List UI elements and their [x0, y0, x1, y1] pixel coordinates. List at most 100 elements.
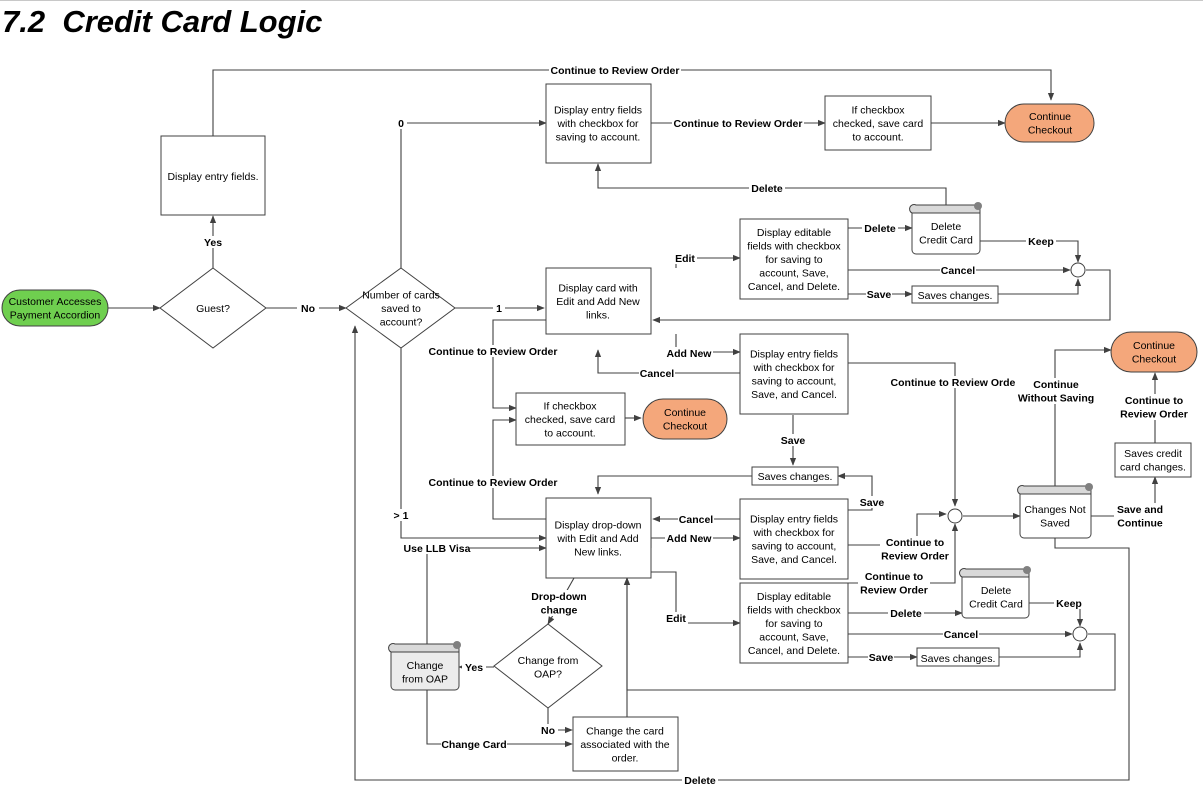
box-zero-save: [824, 95, 932, 151]
connector-without-saving: [1054, 346, 1112, 486]
box-multi-display: [545, 497, 652, 579]
connector-zero: [400, 119, 547, 268]
tab-delete-credit-card-1: [909, 202, 982, 255]
edge-label: Save: [869, 652, 894, 664]
edge-label: Delete: [684, 775, 716, 787]
top-rule: [0, 0, 1203, 1]
edge-label: Continue to Review Order: [429, 346, 558, 358]
edge-label: No: [541, 725, 555, 737]
edge-label: > 1: [394, 510, 409, 522]
terminal-continue-checkout-2: [642, 398, 728, 440]
connector-gt-one: [400, 348, 547, 542]
node-text: Saves changes.: [921, 653, 996, 665]
edge-labels: Continue to Review Order Yes No 0 1 > 1 …: [203, 64, 1190, 787]
edge-label: Continue to Review Order: [429, 477, 558, 489]
box-saves-changes-2: [751, 466, 839, 486]
edge-label: Save: [860, 497, 885, 509]
edge-label: Continue to Review Order: [674, 118, 803, 130]
edge-label: Continue to Review Order: [891, 377, 1020, 389]
edge-label: 1: [496, 303, 502, 315]
connector-change-card: [426, 690, 573, 748]
connector-not-saved-loop: [351, 325, 1130, 781]
tab-changes-not-saved: [1017, 483, 1093, 539]
box-add-entry-2: [739, 498, 849, 580]
tab-delete-credit-card-2: [959, 566, 1031, 619]
connector-add-1-continue: [848, 362, 959, 507]
node-text: Guest?: [196, 303, 230, 315]
connector-multi-continue: [492, 416, 546, 520]
edge-label: Cancel: [679, 514, 714, 526]
box-saves-changes-1: [911, 285, 999, 304]
edge-label: Change Card: [441, 739, 506, 751]
box-add-entry-1: [739, 333, 849, 415]
edge-label: Save: [781, 435, 806, 447]
box-edit-fields-1: [739, 218, 849, 300]
edge-label: Continue to Review Order: [551, 65, 680, 77]
edge-label: Delete: [751, 183, 783, 195]
edge-label: Edit: [675, 253, 695, 265]
box-saves-credit-card: [1114, 442, 1192, 478]
edge-label: Edit: [666, 613, 686, 625]
decision-cards-saved: [345, 267, 456, 349]
box-display-entry-fields: [160, 135, 266, 216]
box-zero-display: [545, 83, 652, 164]
box-one-display: [545, 267, 652, 335]
merge-circle-3: [1072, 626, 1088, 642]
tab-change-from-oap: [388, 641, 461, 691]
connector-save-3: [837, 472, 873, 511]
merge-circle-1: [1070, 262, 1086, 278]
edge-label: Save: [867, 289, 892, 301]
page-title: 7.2 Credit Card Logic: [2, 4, 323, 39]
edge-label: Cancel: [640, 368, 675, 380]
edge-label: Yes: [204, 237, 222, 249]
node-text: Display entry fields.: [167, 171, 258, 183]
edge-label: Add New: [667, 348, 713, 360]
edge-label: Use LLB Visa: [404, 543, 471, 555]
connector-saves-3-merge: [998, 642, 1084, 658]
edge-label: No: [301, 303, 315, 315]
edge-label: Keep: [1056, 598, 1082, 610]
box-change-card: [572, 716, 679, 772]
connector-merge-1-back: [652, 269, 1111, 324]
shapes: [1, 83, 1198, 772]
node-text: Saves changes.: [758, 471, 833, 483]
connector-saves-2-back: [594, 475, 752, 495]
connector-saves-1-merge: [998, 278, 1082, 295]
edge-label: Cancel: [944, 629, 979, 641]
edge-label: 0: [398, 118, 404, 130]
edge-label: Delete: [890, 608, 922, 620]
box-saves-changes-3: [916, 647, 1000, 667]
connector-cancel-2: [594, 349, 740, 374]
box-edit-fields-2: [739, 582, 849, 664]
terminal-continue-checkout-3: [1110, 331, 1198, 373]
edge-label: Add New: [667, 533, 713, 545]
box-one-save: [515, 392, 626, 446]
node-text: Saves changes.: [918, 290, 993, 302]
connector-keep-1: [980, 240, 1082, 263]
